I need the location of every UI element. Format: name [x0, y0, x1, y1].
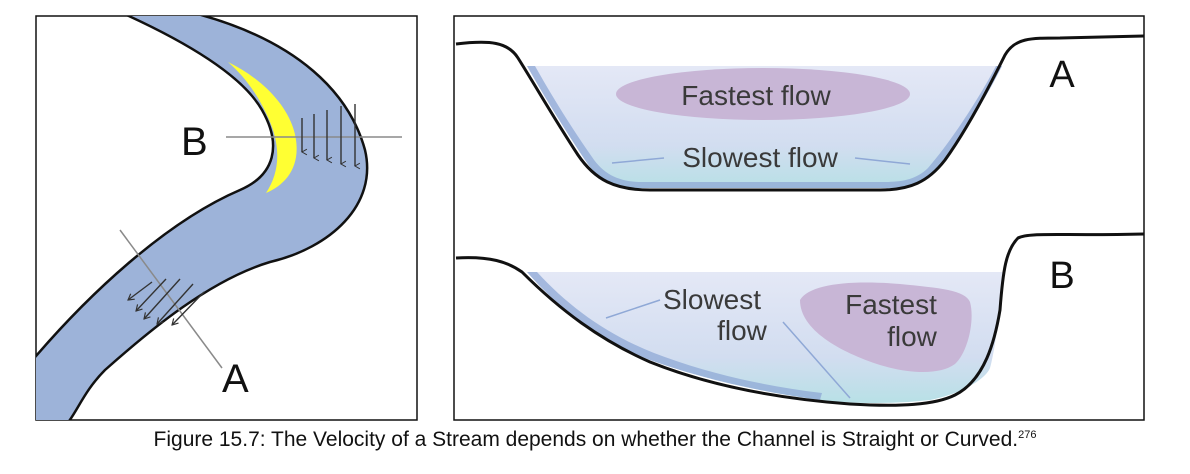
- slowest-flow-label-b-line1: Slowest: [663, 284, 761, 315]
- cross-section-panel: Fastest flow Slowest flow A Slowest flow…: [453, 15, 1145, 421]
- fastest-flow-label-b-line1: Fastest: [845, 289, 937, 320]
- slowest-leader-left-a: [611, 157, 665, 164]
- velocity-arrows-a: [128, 278, 205, 325]
- fastest-flow-label-a: Fastest flow: [681, 80, 831, 111]
- plan-label-a: A: [222, 357, 249, 401]
- slowest-flow-label-b-line2: flow: [717, 315, 768, 346]
- section-label-b: B: [1049, 255, 1074, 297]
- cross-section-b: Slowest flow Fastest flow B: [455, 232, 1145, 407]
- velocity-arrows-b: [301, 104, 361, 170]
- plan-label-b: B: [181, 120, 208, 164]
- ground-surface-b: [455, 232, 1145, 407]
- slowest-leader-right-a: [854, 157, 911, 165]
- section-line-a: [119, 229, 223, 369]
- ground-surface-a: [455, 34, 1145, 192]
- caption-text: Figure 15.7: The Velocity of a Stream de…: [153, 428, 1019, 451]
- caption-footnote: 276: [1018, 429, 1037, 441]
- fastest-zone-a: [616, 68, 910, 120]
- section-label-a: A: [1049, 54, 1075, 96]
- slowest-flow-label-a: Slowest flow: [682, 142, 838, 173]
- slowest-leader-b1: [605, 299, 661, 319]
- point-bar: [228, 62, 297, 193]
- figure-caption: Figure 15.7: The Velocity of a Stream de…: [0, 428, 1190, 452]
- cross-section-a: Fastest flow Slowest flow A: [455, 34, 1145, 192]
- fastest-flow-label-b-line2: flow: [887, 321, 938, 352]
- plan-view-panel: B A: [35, 15, 418, 421]
- slowest-leader-b2: [782, 321, 851, 399]
- fastest-zone-b: [800, 282, 972, 372]
